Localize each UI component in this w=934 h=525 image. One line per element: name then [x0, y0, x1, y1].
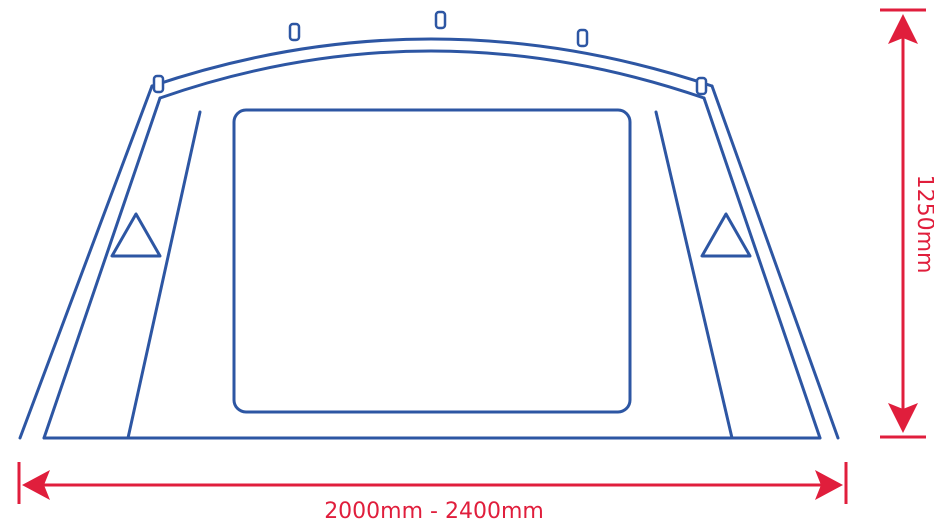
- awning-outline: [18, 10, 840, 440]
- width-dimension: [17, 462, 848, 504]
- left-outer-leg: [18, 84, 154, 440]
- height-arrow-bottom: [888, 403, 918, 433]
- width-dimension-label: 2000mm - 2400mm: [324, 499, 544, 524]
- left-outer-leg-inner: [42, 96, 162, 440]
- roof-beam-cap: [576, 28, 589, 48]
- roof-beam-cap: [288, 22, 301, 42]
- roof-beam-cap: [152, 74, 165, 94]
- roof-arc-outer: [150, 37, 714, 88]
- right-outer-leg: [710, 84, 840, 440]
- height-dimension-label: 1250mm: [912, 175, 934, 274]
- width-arrow-left: [22, 470, 50, 500]
- left-vent-triangle: [110, 212, 162, 258]
- front-window-panel: [232, 108, 632, 414]
- right-outer-leg-inner: [702, 96, 822, 440]
- left-panel-seam: [126, 110, 202, 440]
- roof-beam-cap: [695, 76, 708, 96]
- width-arrow-right: [815, 470, 843, 500]
- height-arrow-top: [888, 14, 918, 44]
- roof-arc-inner: [158, 49, 706, 100]
- right-vent-triangle: [700, 212, 752, 258]
- roof-beam-cap: [434, 10, 447, 30]
- right-panel-seam: [654, 110, 734, 440]
- height-dimension: [880, 8, 926, 439]
